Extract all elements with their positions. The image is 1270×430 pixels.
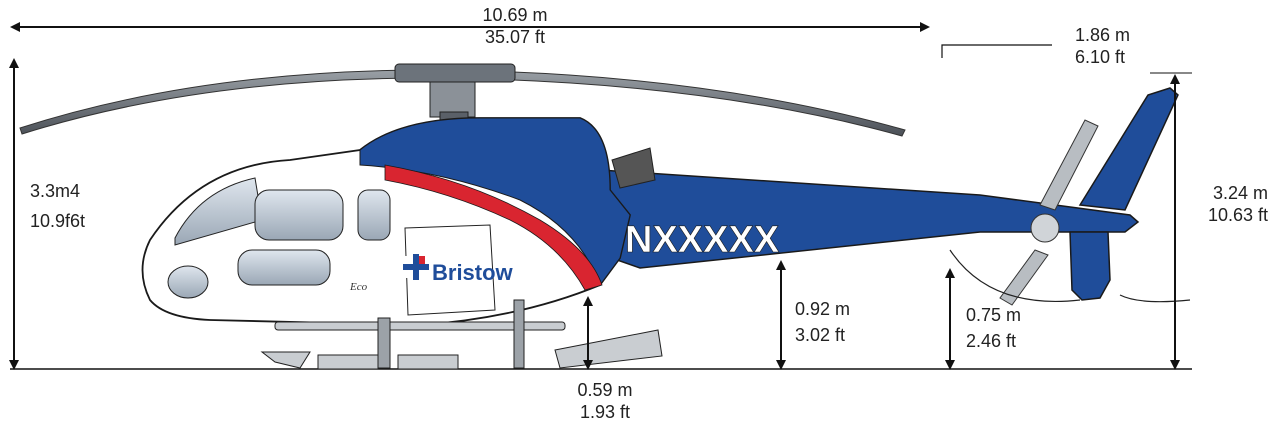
fuselage [141, 117, 631, 326]
tail-offset-m: 1.86 m [1075, 25, 1131, 45]
step-clearance-ft: 1.93 ft [579, 402, 631, 422]
rotor-height-m: 3.3m4 [30, 181, 81, 201]
rotor-height-ft: 10.9f6t [30, 211, 86, 231]
tail-height-label: 3.24 m 10.63 ft [1180, 182, 1268, 226]
length-m: 10.69 m [482, 5, 548, 25]
tail-offset-bracket [941, 44, 1052, 58]
fuselage-clearance-label: 0.92 m 3.02 ft [795, 296, 850, 348]
model-script-text: Eco [349, 281, 368, 293]
step-clearance-label: 0.59 m 1.93 ft [560, 379, 650, 423]
tail-skid-clearance-label: 0.75 m 2.46 ft [966, 302, 1021, 354]
tail-height-m: 3.24 m [1212, 183, 1268, 203]
fuselage-clearance-ft: 3.02 ft [795, 325, 846, 345]
brand-text: Bristow [432, 260, 514, 285]
tail-offset-ft: 6.10 ft [1075, 47, 1126, 67]
tail-boom [558, 87, 1191, 306]
registration-text: NXXXXX [625, 219, 780, 261]
step-clearance-m: 0.59 m [577, 380, 633, 400]
tail-offset-label: 1.86 m 6.10 ft [1075, 24, 1130, 68]
bristow-logo-mark [403, 254, 429, 280]
rotor-height-label: 3.3m4 10.9f6t [30, 176, 85, 236]
tail-skid-clearance-m: 0.75 m [966, 305, 1022, 325]
length-ft: 35.07 ft [484, 27, 546, 47]
landing-gear [260, 299, 663, 370]
tail-skid-clearance-ft: 2.46 ft [966, 331, 1017, 351]
fuselage-clearance-m: 0.92 m [795, 299, 851, 319]
length-label: 10.69 m 35.07 ft [460, 4, 570, 48]
tail-height-ft: 10.63 ft [1207, 205, 1268, 225]
